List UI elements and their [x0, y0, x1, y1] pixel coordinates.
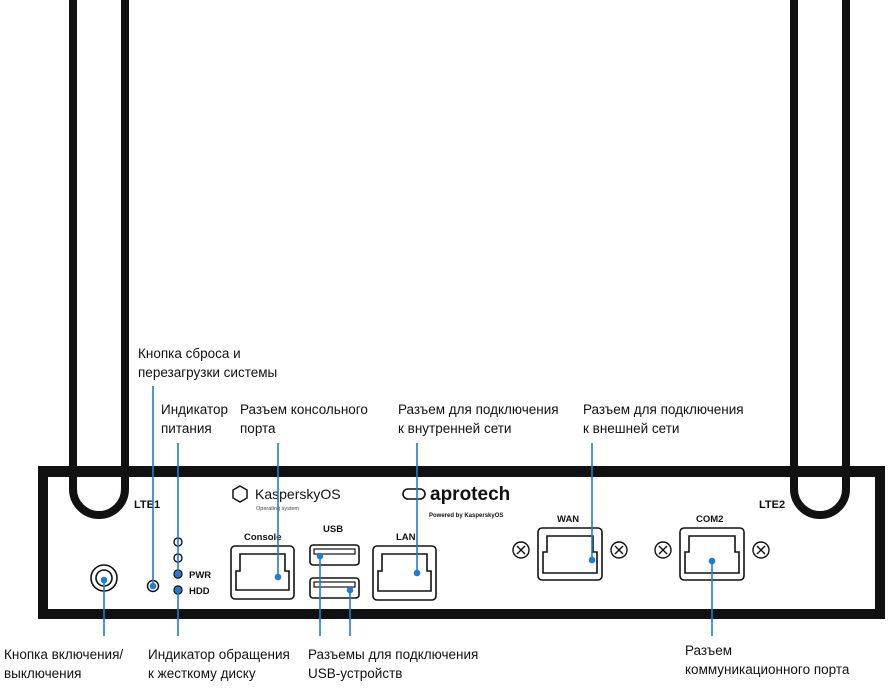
wan-port-label: WAN: [557, 514, 579, 525]
callout-com-line2: коммуникационного порта: [685, 662, 850, 677]
lan-port-frame: [372, 545, 437, 601]
callout-power-button-line2: выключения: [4, 666, 82, 681]
brand-vendor-subtitle: Powered by KasperskyOS: [429, 513, 503, 519]
antenna-left: [69, 0, 129, 519]
screw-icon: [610, 541, 628, 559]
usb-port-2[interactable]: [309, 577, 360, 599]
callout-lan-line1: Разъем для подключения: [398, 402, 559, 417]
callout-usb-line2: USB-устройств: [308, 666, 402, 681]
callout-wan-line1: Разъем для подключения: [583, 402, 744, 417]
wan-port-socket[interactable]: [542, 535, 598, 574]
leader-lines: [100, 386, 716, 636]
led-pwr-label: PWR: [189, 570, 211, 581]
usb-port-2-tongue: [313, 581, 356, 588]
callout-reset-line1: Кнопка сброса и: [138, 346, 241, 361]
callout-power-button-line1: Кнопка включения/: [4, 647, 123, 662]
com2-port-label: COM2: [696, 514, 723, 525]
usb-port-1-tongue: [313, 548, 356, 555]
aprotech-logo-icon: [402, 488, 426, 500]
antenna-right: [790, 0, 850, 519]
callout-usb-line1: Разъемы для подключения: [308, 647, 478, 662]
callout-console-line1: Разъем консольного: [240, 402, 368, 417]
usb-port-label: USB: [323, 524, 343, 535]
console-port-frame: [230, 545, 295, 600]
hexagon-logo-icon: [232, 485, 248, 503]
callout-com-line1: Разъем: [685, 643, 732, 658]
screw-icon: [654, 541, 672, 559]
callout-reset-line2: перезагрузки системы: [138, 365, 277, 380]
usb-port-1[interactable]: [309, 544, 360, 566]
callout-hdd-led-line2: к жесткому диску: [148, 666, 256, 681]
callout-power-led-line1: Индикатор: [161, 402, 228, 417]
callout-lan-line2: к внутренней сети: [398, 421, 511, 436]
lan-port-socket[interactable]: [377, 553, 432, 592]
screw-icon: [512, 541, 530, 559]
callout-power-led-line2: питания: [161, 421, 212, 436]
lte1-label: LTE1: [134, 499, 160, 511]
screw-icon: [752, 541, 770, 559]
console-port-socket[interactable]: [235, 553, 290, 591]
led-hdd-label: HDD: [189, 586, 210, 597]
brand-vendor-name: aprotech: [430, 484, 510, 505]
lte2-label: LTE2: [759, 499, 785, 511]
console-port-label: Console: [244, 532, 281, 543]
com2-port-socket[interactable]: [684, 535, 740, 574]
brand-os-name: KasperskyOS: [255, 486, 341, 502]
callout-wan-line2: к внешней сети: [583, 421, 679, 436]
lan-port-label: LAN: [396, 532, 416, 543]
wan-port-frame: [537, 527, 603, 581]
callout-hdd-led-line1: Индикатор обращения: [148, 647, 290, 662]
callout-console-line2: порта: [240, 421, 276, 436]
